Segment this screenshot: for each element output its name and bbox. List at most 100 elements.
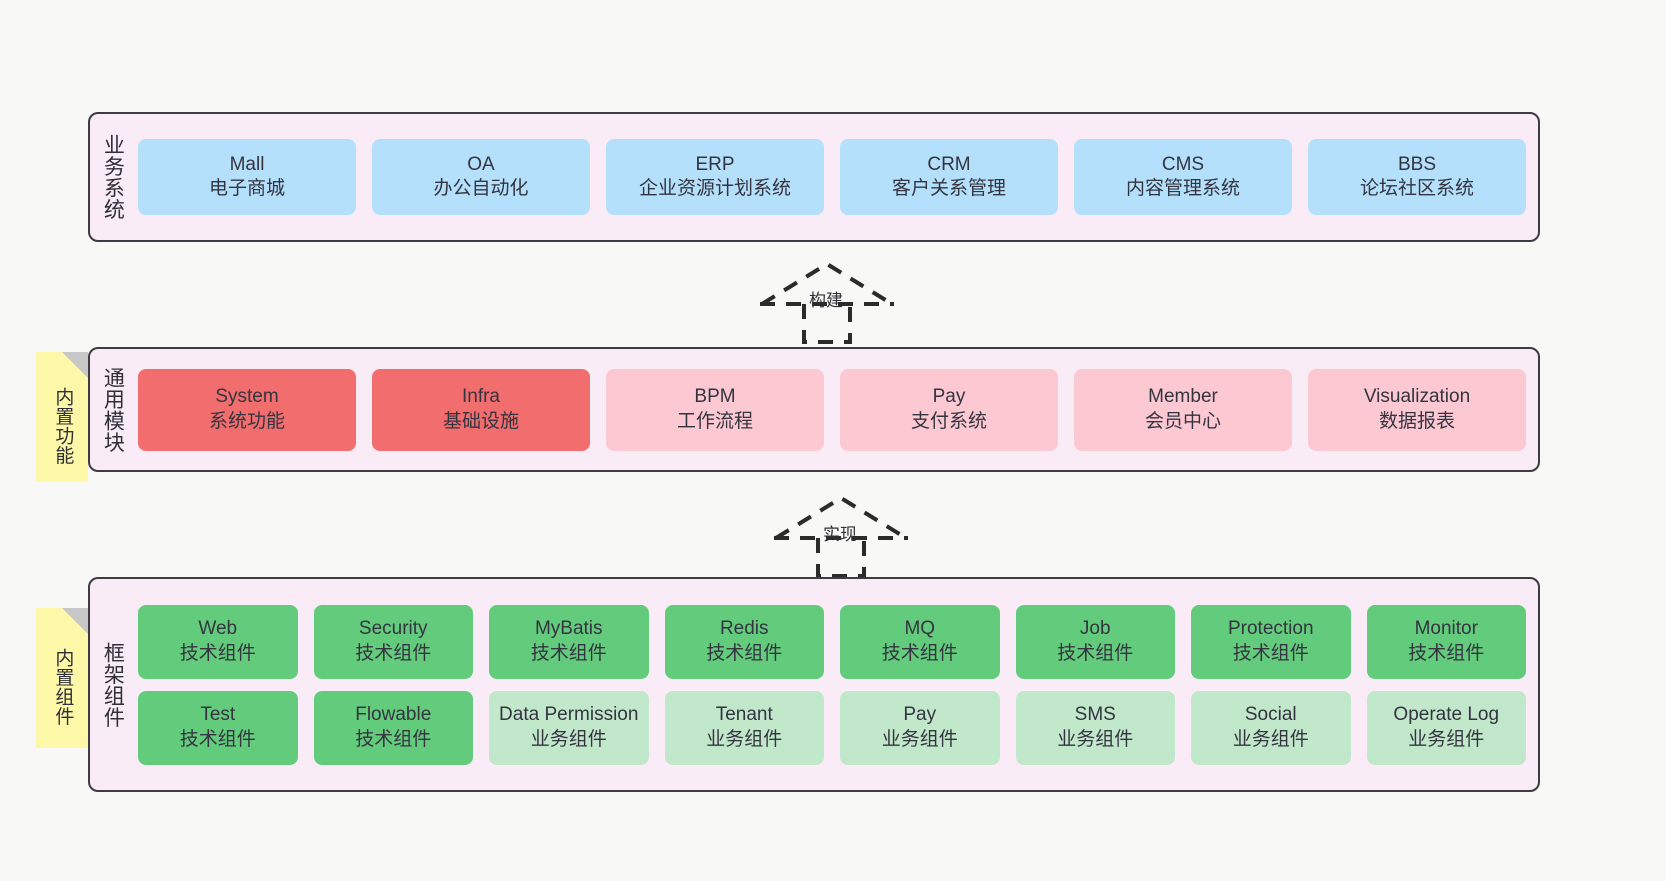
node-subtitle: 业务组件 — [1057, 728, 1134, 750]
node-title: CRM — [927, 153, 971, 175]
node-bpm[interactable]: BPM 工作流程 — [606, 368, 824, 451]
node-erp[interactable]: ERP 企业资源计划系统 — [606, 139, 824, 215]
node-subtitle: 办公自动化 — [433, 178, 529, 199]
node-subtitle: 业务组件 — [1232, 728, 1309, 750]
node-pay-module[interactable]: Pay 支付系统 — [840, 368, 1058, 451]
node-title: Mall — [229, 153, 265, 175]
node-subtitle: 技术组件 — [706, 642, 783, 664]
node-subtitle: 技术组件 — [881, 642, 958, 664]
node-data-permission[interactable]: Data Permission 业务组件 — [489, 690, 649, 765]
node-title: Visualization — [1363, 386, 1471, 408]
node-social[interactable]: Social 业务组件 — [1191, 690, 1351, 765]
node-crm[interactable]: CRM 客户关系管理 — [840, 139, 1058, 215]
node-job[interactable]: Job 技术组件 — [1015, 604, 1175, 679]
node-bbs[interactable]: BBS 论坛社区系统 — [1308, 139, 1526, 215]
node-title: System — [215, 386, 279, 408]
node-title: Pay — [903, 704, 937, 726]
node-member[interactable]: Member 会员中心 — [1074, 368, 1292, 451]
node-title: Web — [198, 618, 238, 640]
node-title: OA — [467, 153, 495, 175]
node-tenant[interactable]: Tenant 业务组件 — [664, 690, 824, 765]
node-title: MQ — [904, 618, 936, 640]
layer-body-business-system: Mall 电子商城 OA 办公自动化 ERP 企业资源计划系统 CRM 客户关系… — [134, 114, 1538, 240]
connector-implement: 实现 — [766, 490, 916, 580]
generalization-arrow-icon — [774, 495, 908, 578]
layer-body-framework-component: Web 技术组件 Security 技术组件 MyBatis 技术组件 Redi… — [134, 579, 1538, 790]
framework-row-business: Test 技术组件 Flowable 技术组件 Data Permission … — [138, 690, 1526, 765]
node-subtitle: 技术组件 — [179, 728, 256, 750]
node-oa[interactable]: OA 办公自动化 — [372, 139, 590, 215]
node-subtitle: 技术组件 — [1232, 642, 1309, 664]
node-title: Social — [1244, 704, 1297, 726]
node-subtitle: 支付系统 — [910, 410, 987, 432]
node-subtitle: 客户关系管理 — [891, 178, 1006, 199]
node-title: Monitor — [1414, 618, 1478, 640]
node-subtitle: 基础设施 — [442, 410, 519, 432]
layer-body-common-module: System 系统功能 Infra 基础设施 BPM 工作流程 Pay 支付系统… — [134, 349, 1538, 470]
node-flowable[interactable]: Flowable 技术组件 — [313, 690, 473, 765]
layer-title-business-system: 业务系统 — [101, 134, 125, 220]
node-title: Operate Log — [1393, 704, 1500, 726]
node-cms[interactable]: CMS 内容管理系统 — [1074, 139, 1292, 215]
node-web[interactable]: Web 技术组件 — [138, 604, 298, 679]
node-subtitle: 业务组件 — [530, 728, 607, 750]
node-visualization[interactable]: Visualization 数据报表 — [1308, 368, 1526, 451]
node-pay-component[interactable]: Pay 业务组件 — [840, 690, 1000, 765]
node-test[interactable]: Test 技术组件 — [138, 690, 298, 765]
node-security[interactable]: Security 技术组件 — [313, 604, 473, 679]
node-protection[interactable]: Protection 技术组件 — [1191, 604, 1351, 679]
node-redis[interactable]: Redis 技术组件 — [664, 604, 824, 679]
connector-build-label: 构建 — [809, 291, 843, 310]
node-operate-log[interactable]: Operate Log 业务组件 — [1366, 690, 1526, 765]
node-title: Protection — [1227, 618, 1314, 640]
node-subtitle: 技术组件 — [530, 642, 607, 664]
node-infra[interactable]: Infra 基础设施 — [372, 368, 590, 451]
layer-business-system: 业务系统 Mall 电子商城 OA 办公自动化 ERP 企业资源计划系统 CRM… — [88, 112, 1540, 242]
node-title: Redis — [719, 618, 769, 640]
node-subtitle: 电子商城 — [208, 178, 285, 199]
node-title: SMS — [1074, 704, 1116, 726]
node-subtitle: 论坛社区系统 — [1359, 178, 1474, 199]
node-title: BBS — [1397, 153, 1437, 175]
node-subtitle: 内容管理系统 — [1125, 178, 1240, 199]
node-subtitle: 技术组件 — [1408, 642, 1485, 664]
node-title: Test — [200, 704, 236, 726]
connector-implement-label: 实现 — [823, 525, 857, 544]
sticky-note-label: 内置功能 — [52, 387, 74, 465]
node-title: Infra — [461, 386, 501, 408]
layer-framework-component: 框架组件 Web 技术组件 Security 技术组件 MyBatis 技术组件… — [88, 577, 1540, 792]
framework-row-tech: Web 技术组件 Security 技术组件 MyBatis 技术组件 Redi… — [138, 604, 1526, 679]
node-subtitle: 企业资源计划系统 — [638, 178, 791, 199]
node-subtitle: 业务组件 — [881, 728, 958, 750]
node-title: BPM — [694, 386, 736, 408]
node-title: Member — [1148, 386, 1218, 408]
node-subtitle: 技术组件 — [179, 642, 256, 664]
node-title: Data Permission — [499, 704, 639, 726]
sticky-note-builtin-function: 内置功能 — [36, 352, 88, 482]
node-subtitle: 业务组件 — [1408, 728, 1485, 750]
generalization-arrow-icon — [760, 261, 894, 344]
node-mybatis[interactable]: MyBatis 技术组件 — [489, 604, 649, 679]
page-fold-icon — [62, 352, 88, 378]
layer-title-common-module: 通用模块 — [101, 366, 125, 453]
node-title: Tenant — [715, 704, 773, 726]
node-subtitle: 技术组件 — [355, 642, 432, 664]
node-title: ERP — [695, 153, 735, 175]
node-monitor[interactable]: Monitor 技术组件 — [1366, 604, 1526, 679]
node-title: Security — [358, 618, 428, 640]
node-subtitle: 技术组件 — [1057, 642, 1134, 664]
node-mall[interactable]: Mall 电子商城 — [138, 139, 356, 215]
page-fold-icon — [62, 608, 88, 634]
node-sms[interactable]: SMS 业务组件 — [1015, 690, 1175, 765]
sticky-note-builtin-component: 内置组件 — [36, 608, 88, 748]
node-subtitle: 数据报表 — [1378, 410, 1455, 432]
node-subtitle: 会员中心 — [1144, 410, 1221, 432]
node-system[interactable]: System 系统功能 — [138, 368, 356, 451]
node-title: MyBatis — [534, 618, 603, 640]
sticky-note-label: 内置组件 — [52, 648, 74, 726]
layer-title-framework-component: 框架组件 — [101, 641, 125, 728]
node-subtitle: 业务组件 — [706, 728, 783, 750]
node-subtitle: 技术组件 — [355, 728, 432, 750]
node-subtitle: 工作流程 — [676, 410, 753, 432]
node-mq[interactable]: MQ 技术组件 — [840, 604, 1000, 679]
